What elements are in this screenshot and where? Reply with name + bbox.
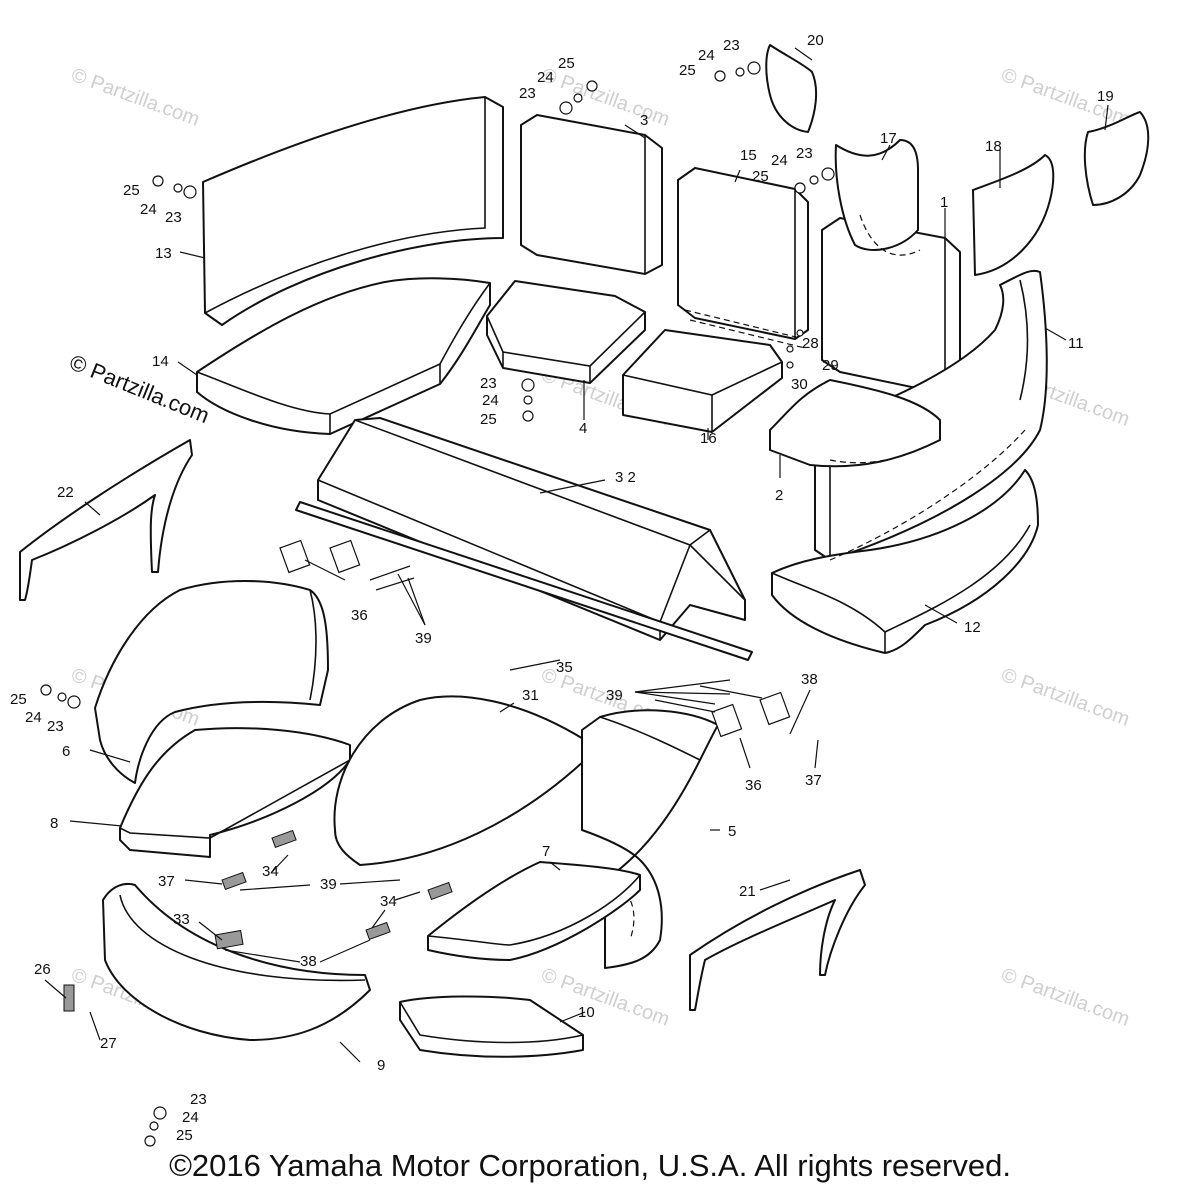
callout-28: 28 <box>802 335 819 352</box>
callout-5: 5 <box>728 823 736 840</box>
callout-25: 25 <box>679 62 696 79</box>
callout-38b: 38 <box>801 671 818 688</box>
part-4-seat-cushion <box>486 280 646 384</box>
callout-16: 16 <box>700 430 717 447</box>
part-7-seat-cushion <box>427 861 641 961</box>
watermark: © Partzilla.com <box>998 964 1132 1031</box>
part-18-side-pad <box>972 154 1055 276</box>
callout-23f: 23 <box>47 718 64 735</box>
callout-24: 24 <box>698 47 715 64</box>
part-6-backrest-cushion <box>94 580 329 784</box>
watermark: © Partzilla.com <box>998 664 1132 731</box>
callout-37b: 37 <box>158 873 175 890</box>
callout-30: 30 <box>791 376 808 393</box>
part-21-side-frame <box>689 869 866 1011</box>
callout-24d: 24 <box>140 201 157 218</box>
callout-25c: 25 <box>752 168 769 185</box>
part-31-oval-cushion <box>333 695 586 866</box>
part-16-seat-cushion <box>622 329 783 433</box>
part-3-backrest-cushion <box>520 114 663 275</box>
part-5-curved-backrest <box>581 709 719 969</box>
callout-23d: 23 <box>165 209 182 226</box>
callout-1: 1 <box>940 194 948 211</box>
callout-25e: 25 <box>480 411 497 428</box>
callout-38: 38 <box>300 953 317 970</box>
callout-23e: 23 <box>480 375 497 392</box>
callout-18: 18 <box>985 138 1002 155</box>
callout-19: 19 <box>1097 88 1114 105</box>
part-10-seat-base <box>399 995 584 1058</box>
callout-17: 17 <box>880 130 897 147</box>
watermark: © Partzilla.com <box>68 64 202 131</box>
callout-34b: 34 <box>380 893 397 910</box>
callout-39: 39 <box>415 630 432 647</box>
hardware <box>40 61 835 1147</box>
callout-31: 31 <box>522 687 539 704</box>
callout-21: 21 <box>739 883 756 900</box>
callout-10: 10 <box>578 1004 595 1021</box>
callout-39b: 39 <box>606 687 623 704</box>
callout-36: 36 <box>351 607 368 624</box>
callout-27: 27 <box>100 1035 117 1052</box>
callout-24e: 24 <box>482 392 499 409</box>
callout-13: 13 <box>155 245 172 262</box>
callout-6: 6 <box>62 743 70 760</box>
callout-24g: 24 <box>182 1109 199 1126</box>
callout-24c: 24 <box>771 152 788 169</box>
callout-20: 20 <box>807 32 824 49</box>
callout-24f: 24 <box>25 709 42 726</box>
callout-7: 7 <box>542 843 550 860</box>
callout-25d: 25 <box>123 182 140 199</box>
callout-12: 12 <box>964 619 981 636</box>
part-15-backrest-cushion <box>677 167 809 349</box>
callout-22: 22 <box>57 484 74 501</box>
callout-23b: 23 <box>519 85 536 102</box>
part-13-curved-backrest <box>202 96 504 326</box>
callout-8: 8 <box>50 815 58 832</box>
callout-23g: 23 <box>190 1091 207 1108</box>
leader-lines <box>44 47 1109 1063</box>
part-9-front-panel <box>102 882 371 1041</box>
callout-23c: 23 <box>796 145 813 162</box>
part-2-seat-cushion <box>769 379 941 468</box>
callout-25g: 25 <box>176 1127 193 1144</box>
copyright-notice: ©2016 Yamaha Motor Corporation, U.S.A. A… <box>169 1148 1011 1183</box>
part-17-side-pad <box>834 139 921 256</box>
callout-11: 11 <box>1068 335 1084 352</box>
callout-15: 15 <box>740 147 757 164</box>
callout-36b: 36 <box>745 777 762 794</box>
callout-14: 14 <box>152 353 169 370</box>
part-20-side-pad <box>765 44 818 133</box>
callout-23: 23 <box>723 37 740 54</box>
callout-9: 9 <box>377 1057 385 1074</box>
callout-26: 26 <box>34 961 51 978</box>
part-8-seat-cushion <box>119 727 351 858</box>
callout-33: 33 <box>173 911 190 928</box>
watermark-prominent: © Partzilla.com <box>66 349 213 428</box>
callout-labels: 1 2 3 4 5 6 7 8 9 10 11 12 13 14 15 16 1… <box>10 32 1114 1144</box>
callout-37: 37 <box>805 772 822 789</box>
callout-35: 35 <box>556 659 573 676</box>
callout-24b: 24 <box>537 69 554 86</box>
callout-2: 2 <box>775 487 783 504</box>
part-19-side-pad <box>1083 111 1150 206</box>
callout-4: 4 <box>579 420 587 437</box>
callout-29: 29 <box>822 357 839 374</box>
part-12-lower-seat-base <box>771 429 1039 654</box>
callout-25b: 25 <box>558 55 575 72</box>
part-22-side-frame <box>19 439 193 601</box>
callout-32: 3 2 <box>615 469 636 486</box>
callout-25f: 25 <box>10 691 27 708</box>
callout-34: 34 <box>262 863 279 880</box>
callout-39c: 39 <box>320 876 337 893</box>
part-14-lower-seat-base <box>196 277 491 435</box>
callout-3: 3 <box>640 112 648 129</box>
part-35-rod <box>295 501 753 661</box>
